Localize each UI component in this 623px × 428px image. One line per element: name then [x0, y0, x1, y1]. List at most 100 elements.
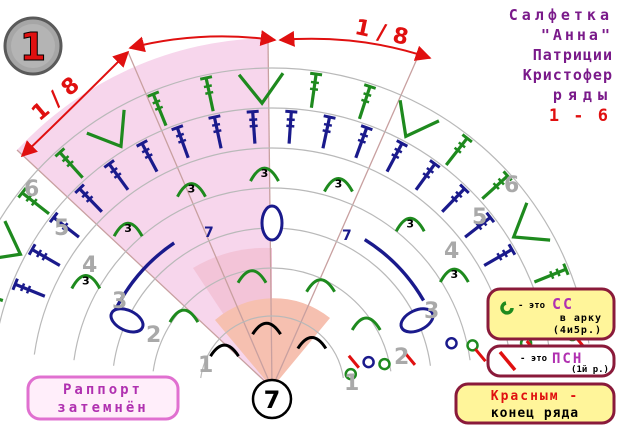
row6-stitch — [0, 297, 4, 303]
row5-stitch-post — [175, 127, 190, 159]
row5-stitch-post — [140, 142, 159, 173]
row5-stitch-bar — [286, 124, 295, 128]
row5-stitch-bar — [113, 172, 122, 179]
row5-stitch-post — [321, 116, 332, 149]
row5-stitch — [285, 109, 298, 144]
row5-stitch-bar — [213, 129, 222, 134]
fraction-label-right: 1 / 8 — [353, 15, 411, 51]
row5-stitch-bar — [56, 218, 64, 227]
legend-row-end-line-2: конец ряда — [491, 406, 579, 421]
row2-arch — [236, 269, 268, 284]
row6-stitch — [481, 170, 513, 200]
row-end-chain — [344, 367, 358, 381]
row5-stitch-bar — [81, 190, 89, 199]
row5-stitch-bar — [35, 249, 43, 258]
row5-stitch-bar — [109, 167, 118, 174]
row6-stitch-post — [204, 77, 215, 112]
legend-ss-abbr: СС — [552, 295, 574, 313]
slip-stitch-icon — [500, 301, 514, 315]
row5-stitch-cap — [507, 243, 517, 256]
row6-stitch-post — [533, 267, 567, 284]
legend-ss-line-2: в арку — [560, 313, 602, 324]
row2-arch — [168, 308, 200, 323]
row6-stitch-bar — [205, 90, 214, 95]
row5-stitch-bar — [322, 129, 331, 134]
row4-arch — [439, 267, 470, 283]
row5-stitch-post — [354, 127, 369, 159]
legend-ss-line-3: (4и5р.) — [553, 325, 602, 336]
row4-arch-label: 3 — [261, 167, 269, 180]
row-numbers-left: 1 2 3 4 5 6 — [24, 177, 213, 378]
row5-stitch-cap — [485, 211, 496, 224]
row6-stitch-post — [357, 86, 372, 120]
row6-stitch — [17, 187, 50, 216]
row6-stitch-bar — [549, 270, 555, 280]
row6-stitch-bar — [361, 98, 370, 104]
row4-arch-label: 3 — [188, 183, 196, 196]
row6-stitch — [309, 71, 323, 108]
row4-arch — [176, 182, 207, 198]
legend-hdc-abbr: ПСН — [552, 351, 583, 367]
diagram-number-badge: 1 — [3, 16, 63, 76]
row6-stitch-cap — [199, 75, 213, 81]
row6-stitch-cap — [461, 133, 473, 144]
row5-stitch-bar — [61, 222, 69, 231]
row5-stitch-cap — [459, 183, 470, 194]
row5-stitch-bar — [501, 249, 509, 258]
row6-v-stitch-v — [237, 72, 285, 106]
row6-stitch — [444, 133, 473, 166]
cluster-label-right: 7 — [342, 228, 352, 244]
row4-arch-label: 3 — [82, 275, 90, 288]
row4-arch — [70, 274, 102, 290]
row5-stitch-bar — [359, 132, 369, 138]
row5-stitch-cap — [48, 211, 59, 224]
row6-stitch-cap — [309, 71, 323, 77]
row6-stitch-bar — [309, 87, 319, 92]
row-number-left-5: 5 — [54, 216, 69, 241]
row-number-left-6: 6 — [24, 177, 39, 202]
title-line-5: ряды — [553, 86, 613, 104]
row5-stitch-bar — [426, 167, 435, 174]
row5-stitch-post — [385, 142, 404, 173]
row6-stitch — [357, 83, 377, 120]
row5-stitch — [48, 211, 80, 239]
row-ring-4 — [73, 187, 471, 361]
row4-arch-label: 3 — [335, 178, 343, 191]
row6-stitch — [533, 263, 570, 284]
row5-stitch — [103, 159, 130, 191]
row5-stitch-post — [31, 248, 61, 267]
row5-stitch-cap — [208, 114, 221, 120]
row6-v-stitch-v — [398, 99, 440, 139]
rapport-note: Раппорт затемнён — [26, 375, 180, 421]
row5-stitch-cap — [285, 109, 298, 114]
row1-arch — [251, 321, 282, 336]
row5-stitch — [385, 139, 409, 173]
row5-stitch-post — [78, 187, 103, 213]
row5-stitch-post — [107, 162, 130, 191]
row5-stitch — [74, 183, 103, 213]
row5-stitch-bar — [357, 138, 367, 144]
row-number-right-1: 1 — [344, 371, 359, 396]
row-number-right-5: 5 — [472, 205, 487, 230]
row5-stitch-bar — [394, 147, 403, 154]
row5-stitch-bar — [496, 252, 503, 261]
row6-stitch-post — [21, 191, 50, 216]
row-number-left-3: 3 — [112, 289, 127, 314]
row5-stitch-bar — [41, 252, 48, 261]
row4-arch — [112, 221, 144, 237]
title-line-3: Патриции — [533, 46, 613, 64]
row6-stitch-bar — [310, 80, 320, 85]
row4-arch — [249, 166, 280, 182]
row6-stitch-cap — [147, 90, 160, 98]
row6-stitch-post — [0, 297, 4, 303]
row6-stitch-bar — [152, 99, 161, 105]
row6-stitch-bar — [363, 92, 372, 98]
row1-arch — [209, 343, 240, 357]
row6-stitch-post — [481, 174, 509, 200]
row5-stitch-cap — [323, 114, 336, 120]
row5-stitch-bar — [480, 218, 488, 227]
center-ring-label: 7 — [264, 386, 281, 414]
row6-stitch — [147, 90, 168, 127]
